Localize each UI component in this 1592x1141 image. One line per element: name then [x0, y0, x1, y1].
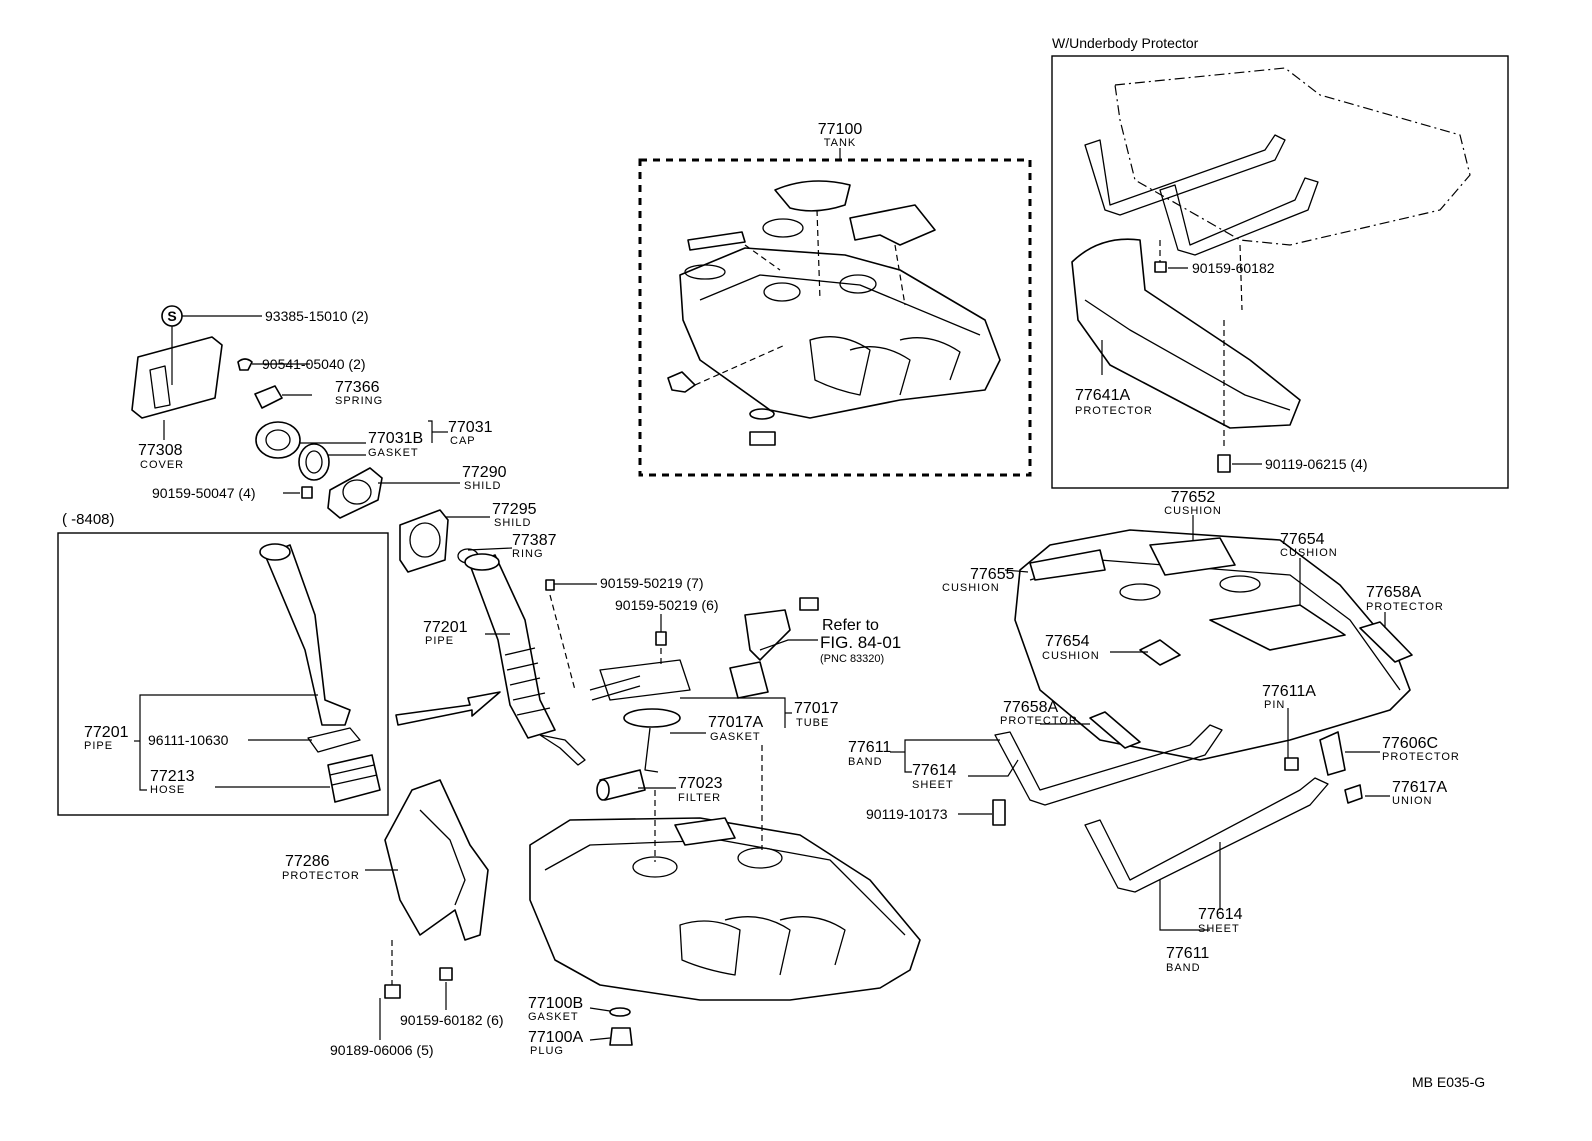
callout-77652-number: 77652: [1171, 489, 1216, 506]
callout-77290-number: 77290: [462, 464, 507, 481]
callout-77366-name: SPRING: [335, 395, 383, 407]
callout-77295-number: 77295: [492, 501, 537, 518]
callout-77100-name: TANK: [824, 137, 857, 149]
callout-labels: 93385-15010 (2) 90541-05040 (2) 77366 SP…: [84, 121, 1460, 1058]
callout-90159-50219-6-number: 90159-50219 (6): [615, 597, 719, 613]
callout-77658a-top-number: 77658A: [1366, 584, 1421, 601]
callout-77100a-name: PLUG: [530, 1045, 564, 1057]
callout-77654-mid-number: 77654: [1045, 633, 1090, 650]
callout-77654-top-number: 77654: [1280, 531, 1325, 548]
early-pipe-hose-drawing: [259, 543, 501, 803]
callout-77017a-number: 77017A: [708, 714, 763, 731]
s-symbol-label: S: [167, 308, 176, 324]
callout-77652-name: CUSHION: [1164, 505, 1222, 517]
callout-90119-06215-number: 90119-06215 (4): [1265, 456, 1367, 472]
callout-77017-number: 77017: [794, 700, 839, 717]
callout-77617a-number: 77617A: [1392, 779, 1447, 796]
early-model-frame: ( -8408): [57, 511, 389, 816]
callout-90159-50219-7-number: 90159-50219 (7): [600, 575, 704, 591]
callout-77366-number: 77366: [335, 379, 380, 396]
tank-assembly-frame: [638, 158, 1032, 477]
callout-77611-top-name: BAND: [848, 756, 883, 768]
figure-reference: Refer to FIG. 84-01 (PNC 83320): [820, 617, 901, 665]
figure-code: MB E035-G: [1412, 1074, 1485, 1090]
callout-77387-name: RING: [512, 548, 544, 560]
variant-title: W/Underbody Protector: [1052, 35, 1199, 51]
leader-lines: [134, 148, 1390, 1041]
callout-77201-early-name: PIPE: [84, 740, 113, 752]
callout-77658a-top-name: PROTECTOR: [1366, 601, 1444, 613]
reference-line3: (PNC 83320): [820, 653, 884, 665]
callout-77606c-name: PROTECTOR: [1382, 751, 1460, 763]
callout-77308-name: COVER: [140, 459, 184, 471]
s-symbol-marker: S: [161, 305, 183, 327]
callout-90189-06006-number: 90189-06006 (5): [330, 1042, 434, 1058]
callout-77658a-left-name: PROTECTOR: [1000, 715, 1078, 727]
callout-77031-name: CAP: [450, 435, 476, 447]
reference-line2: FIG. 84-01: [820, 633, 901, 652]
year-range: ( -8408): [62, 511, 115, 528]
callout-77213-number: 77213: [150, 768, 195, 785]
callout-77606c-number: 77606C: [1382, 735, 1438, 752]
fuel-pump-tube-drawing: [589, 597, 819, 801]
right-tank-bands-drawing: [992, 529, 1413, 893]
callout-77201-main-number: 77201: [423, 619, 468, 636]
callout-77655-name: CUSHION: [942, 582, 1000, 594]
callout-90119-10173-number: 90119-10173: [866, 806, 948, 822]
callout-77290-name: SHILD: [464, 480, 501, 492]
callout-77031b-name: GASKET: [368, 447, 419, 459]
callout-77213-name: HOSE: [150, 784, 185, 796]
callout-77023-number: 77023: [678, 775, 723, 792]
callout-77286-number: 77286: [285, 853, 330, 870]
callout-77031-number: 77031: [448, 419, 493, 436]
callout-90159-60182-6-number: 90159-60182 (6): [400, 1012, 504, 1028]
callout-77614-top-number: 77614: [912, 762, 957, 779]
callout-77611a-number: 77611A: [1262, 683, 1316, 700]
callout-77100b-number: 77100B: [528, 995, 583, 1012]
fuel-inlet-drawing: [131, 336, 479, 573]
callout-93385-15010-number: 93385-15010 (2): [265, 308, 369, 324]
callout-90541-05040-number: 90541-05040 (2): [262, 356, 366, 372]
left-protector-drawing: [384, 779, 489, 999]
fuel-tank-main-drawing: [529, 745, 921, 1046]
callout-77295-name: SHILD: [494, 517, 531, 529]
callout-77614-top-name: SHEET: [912, 779, 954, 791]
callout-77100b-name: GASKET: [528, 1011, 579, 1023]
callout-77611-bottom-number: 77611: [1166, 945, 1209, 962]
callout-90159-60182-number: 90159-60182: [1192, 260, 1275, 276]
underbody-protector-drawing: [1071, 67, 1471, 473]
underbody-protector-frame: W/Underbody Protector: [1051, 35, 1509, 489]
callout-77017-name: TUBE: [796, 717, 829, 729]
callout-77611a-name: PIN: [1264, 699, 1285, 711]
callout-77641a-number: 77641A: [1075, 387, 1130, 404]
filler-pipe-drawing: [464, 553, 586, 766]
callout-77658a-left-number: 77658A: [1003, 699, 1058, 716]
fuel-tank-top-drawing: [667, 180, 1001, 446]
callout-96111-10630-number: 96111-10630: [148, 732, 229, 748]
callout-90159-50047-number: 90159-50047 (4): [152, 485, 256, 501]
callout-77654-mid-name: CUSHION: [1042, 650, 1100, 662]
callout-77614-bottom-name: SHEET: [1198, 923, 1240, 935]
callout-77023-name: FILTER: [678, 792, 721, 804]
callout-77201-main-name: PIPE: [425, 635, 454, 647]
callout-77286-name: PROTECTOR: [282, 870, 360, 882]
callout-77655-number: 77655: [970, 566, 1015, 583]
callout-77100a-number: 77100A: [528, 1029, 583, 1046]
callout-77654-top-name: CUSHION: [1280, 547, 1338, 559]
callout-77387-number: 77387: [512, 532, 557, 549]
callout-77611-top-number: 77611: [848, 739, 891, 756]
callout-77017a-name: GASKET: [710, 731, 761, 743]
callout-77308-number: 77308: [138, 442, 183, 459]
callout-77201-early-number: 77201: [84, 724, 129, 741]
callout-77611-bottom-name: BAND: [1166, 962, 1201, 974]
callout-77100-number: 77100: [818, 121, 863, 138]
callout-77641a-name: PROTECTOR: [1075, 405, 1153, 417]
reference-line1: Refer to: [822, 617, 879, 634]
callout-77614-bottom-number: 77614: [1198, 906, 1243, 923]
callout-77617a-name: UNION: [1392, 795, 1432, 807]
callout-77031b-number: 77031B: [368, 430, 423, 447]
